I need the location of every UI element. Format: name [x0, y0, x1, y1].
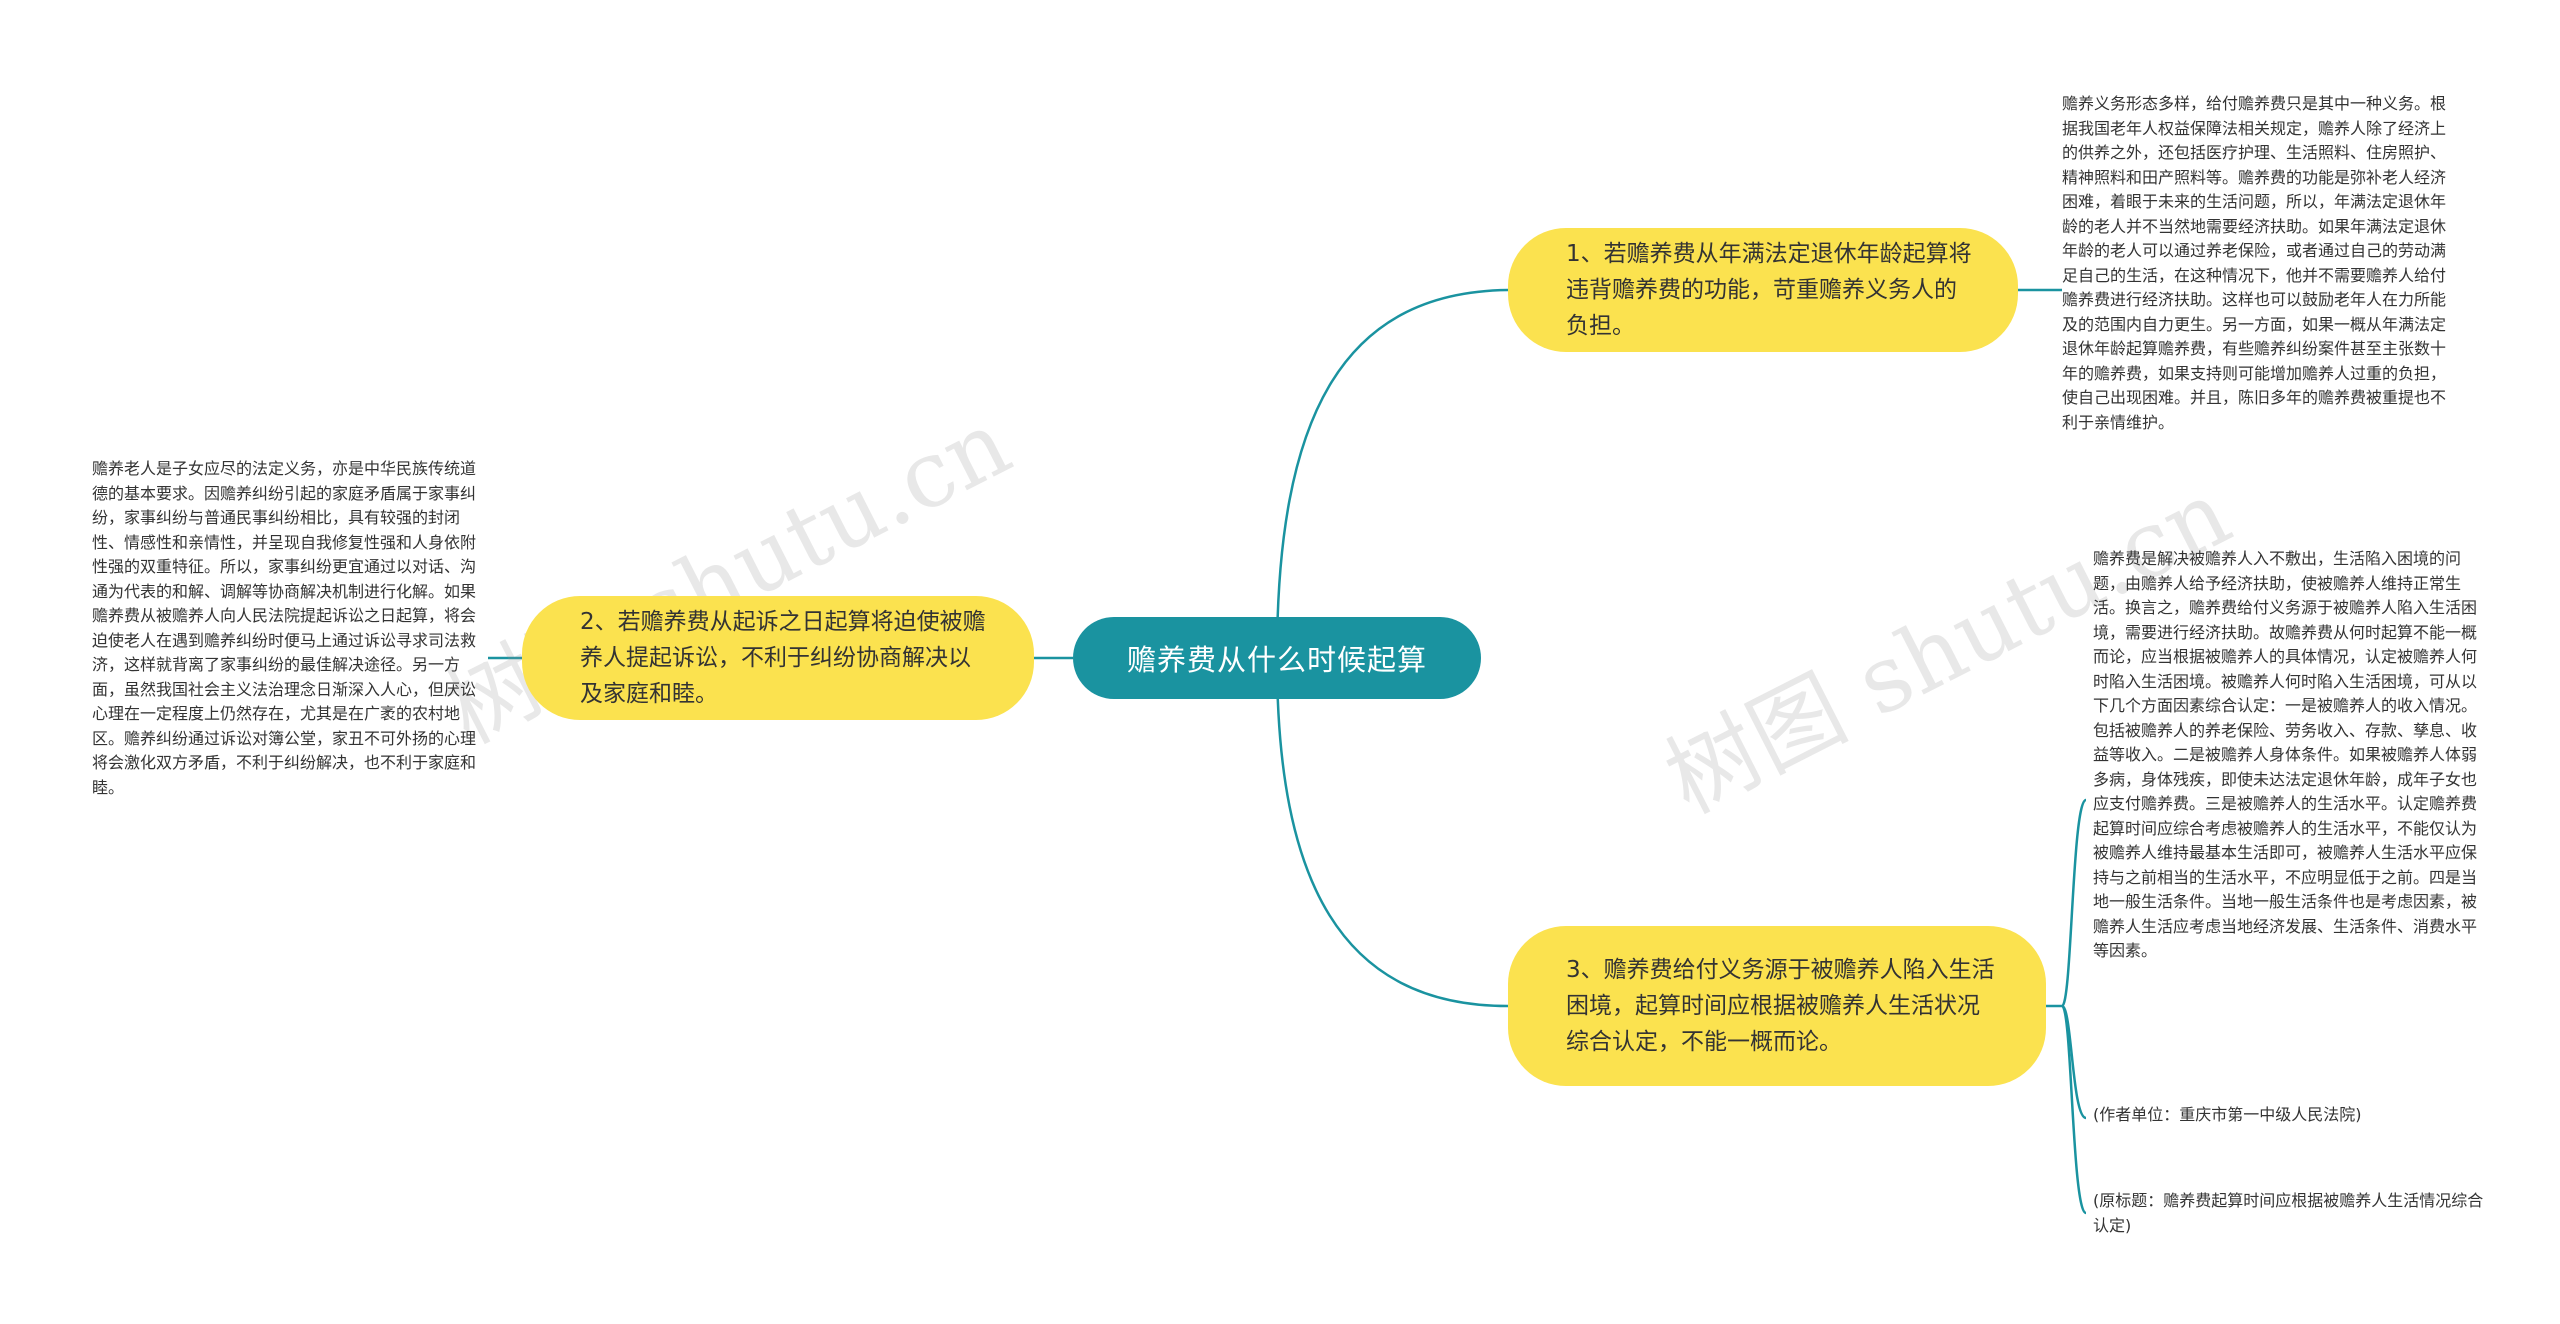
- leaf-note-text: 赡养费是解决被赡养人入不敷出，生活陷入困境的问题，由赡养人给予经济扶助，使被赡养…: [2093, 549, 2478, 960]
- leaf-note-text: 赡养老人是子女应尽的法定义务，亦是中华民族传统道德的基本要求。因赡养纠纷引起的家…: [92, 459, 477, 797]
- branch-topic-label: 1、若赡养费从年满法定退休年龄起算将违背赡养费的功能，苛重赡养义务人的负担。: [1566, 241, 1972, 339]
- leaf-note-text: (原标题：赡养费起算时间应根据被赡养人生活情况综合认定): [2093, 1191, 2484, 1235]
- leaf-note-branch-2[interactable]: 赡养老人是子女应尽的法定义务，亦是中华民族传统道德的基本要求。因赡养纠纷引起的家…: [92, 457, 488, 800]
- leaf-note-branch-3-main[interactable]: 赡养费是解决被赡养人入不敷出，生活陷入困境的问题，由赡养人给予经济扶助，使被赡养…: [2093, 547, 2489, 964]
- root-topic-label: 赡养费从什么时候起算: [1126, 643, 1427, 677]
- branch-topic-1[interactable]: 1、若赡养费从年满法定退休年龄起算将违背赡养费的功能，苛重赡养义务人的负担。: [1508, 228, 2018, 352]
- connector-root-branch-1: [1275, 288, 1509, 659]
- branch-topic-label: 3、赡养费给付义务源于被赡养人陷入生活困境，起算时间应根据被赡养人生活状况综合认…: [1566, 957, 1995, 1055]
- connector-branch-3-leaf-1: [2060, 798, 2088, 1008]
- leaf-note-branch-1[interactable]: 赡养义务形态多样，给付赡养费只是其中一种义务。根据我国老年人权益保障法相关规定，…: [2062, 92, 2458, 435]
- leaf-note-author-unit[interactable]: (作者单位：重庆市第一中级人民法院): [2093, 1103, 2489, 1128]
- leaf-note-text: 赡养义务形态多样，给付赡养费只是其中一种义务。根据我国老年人权益保障法相关规定，…: [2062, 94, 2447, 432]
- connector-root-branch-3: [1275, 657, 1509, 1008]
- branch-topic-2[interactable]: 2、若赡养费从起诉之日起算将迫使被赡养人提起诉讼，不利于纠纷协商解决以及家庭和睦…: [522, 596, 1034, 720]
- branch-topic-3[interactable]: 3、赡养费给付义务源于被赡养人陷入生活困境，起算时间应根据被赡养人生活状况综合认…: [1508, 926, 2046, 1086]
- root-topic[interactable]: 赡养费从什么时候起算: [1073, 617, 1481, 699]
- connector-branch-3-leaf-3: [2060, 1004, 2088, 1215]
- branch-topic-label: 2、若赡养费从起诉之日起算将迫使被赡养人提起诉讼，不利于纠纷协商解决以及家庭和睦…: [580, 609, 986, 707]
- leaf-note-original-title[interactable]: (原标题：赡养费起算时间应根据被赡养人生活情况综合认定): [2093, 1189, 2489, 1238]
- leaf-note-text: (作者单位：重庆市第一中级人民法院): [2093, 1105, 2362, 1124]
